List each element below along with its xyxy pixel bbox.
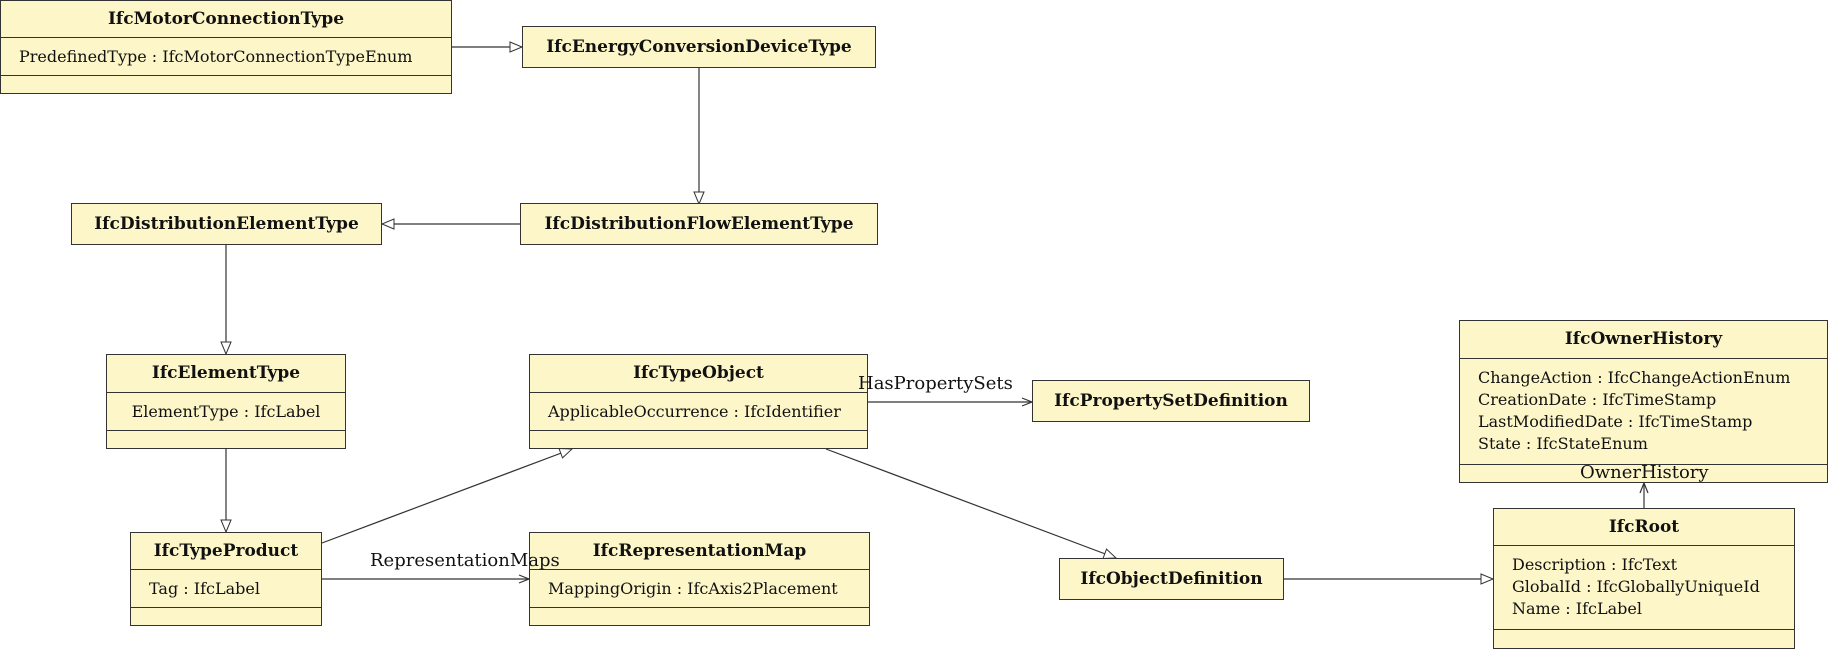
- operation-compartment: [530, 430, 867, 448]
- class-ifc-type-product[interactable]: IfcTypeProduct Tag : IfcLabel: [130, 532, 322, 626]
- attribute: PredefinedType : IfcMotorConnectionTypeE…: [19, 47, 413, 66]
- attribute-compartment: PredefinedType : IfcMotorConnectionTypeE…: [1, 37, 451, 75]
- operation-compartment: [1494, 629, 1794, 648]
- attribute: LastModifiedDate : IfcTimeStamp: [1478, 412, 1753, 431]
- class-name: IfcDistributionFlowElementType: [544, 214, 854, 234]
- attribute: Description : IfcText: [1512, 555, 1678, 574]
- attribute: ChangeAction : IfcChangeActionEnum: [1478, 368, 1791, 387]
- class-name: IfcObjectDefinition: [1080, 569, 1263, 589]
- class-ifc-representation-map[interactable]: IfcRepresentationMap MappingOrigin : Ifc…: [529, 532, 870, 626]
- attribute: Tag : IfcLabel: [149, 579, 260, 598]
- class-ifc-distribution-element-type[interactable]: IfcDistributionElementType: [71, 203, 382, 245]
- operation-compartment: [107, 430, 345, 448]
- class-name: IfcOwnerHistory: [1564, 329, 1723, 349]
- label-representation-maps: RepresentationMaps: [370, 550, 560, 571]
- class-name: IfcPropertySetDefinition: [1054, 391, 1288, 411]
- class-name: IfcEnergyConversionDeviceType: [546, 37, 852, 57]
- class-name: IfcTypeObject: [633, 363, 764, 383]
- operation-compartment: [530, 607, 869, 625]
- class-name: IfcElementType: [151, 363, 301, 383]
- class-ifc-type-object[interactable]: IfcTypeObject ApplicableOccurrence : Ifc…: [529, 354, 868, 449]
- operation-compartment: [1, 75, 451, 93]
- class-ifc-motor-connection-type[interactable]: IfcMotorConnectionType PredefinedType : …: [0, 0, 452, 94]
- attribute-compartment: MappingOrigin : IfcAxis2Placement: [530, 569, 869, 607]
- class-ifc-energy-conversion-device-type[interactable]: IfcEnergyConversionDeviceType: [522, 26, 876, 68]
- class-ifc-distribution-flow-element-type[interactable]: IfcDistributionFlowElementType: [520, 203, 878, 245]
- label-has-property-sets: HasPropertySets: [858, 373, 1013, 394]
- attribute: MappingOrigin : IfcAxis2Placement: [548, 579, 838, 598]
- attribute-compartment: ChangeAction : IfcChangeActionEnum Creat…: [1460, 358, 1827, 464]
- class-ifc-element-type[interactable]: IfcElementType ElementType : IfcLabel: [106, 354, 346, 449]
- class-name: IfcRoot: [1608, 517, 1680, 537]
- attribute: State : IfcStateEnum: [1478, 434, 1648, 453]
- class-ifc-property-set-definition[interactable]: IfcPropertySetDefinition: [1032, 380, 1310, 422]
- class-name: IfcRepresentationMap: [592, 541, 807, 561]
- operation-compartment: [131, 607, 321, 625]
- attribute-compartment: Tag : IfcLabel: [131, 569, 321, 607]
- label-owner-history: OwnerHistory: [1580, 462, 1709, 483]
- attribute: CreationDate : IfcTimeStamp: [1478, 390, 1717, 409]
- class-name: IfcTypeProduct: [153, 541, 299, 561]
- class-name: IfcMotorConnectionType: [107, 9, 345, 29]
- attribute: GlobalId : IfcGloballyUniqueId: [1512, 577, 1760, 596]
- attribute-compartment: ApplicableOccurrence : IfcIdentifier: [530, 392, 867, 430]
- edge-typeproduct-to-typeobject: [321, 449, 572, 544]
- attribute-compartment: ElementType : IfcLabel: [107, 392, 345, 430]
- edge-typeobject-to-objectdefinition: [825, 448, 1116, 558]
- attribute: ElementType : IfcLabel: [131, 402, 321, 421]
- class-name: IfcDistributionElementType: [94, 214, 359, 234]
- attribute: Name : IfcLabel: [1512, 599, 1642, 618]
- attribute: ApplicableOccurrence : IfcIdentifier: [548, 402, 841, 421]
- attribute-compartment: Description : IfcText GlobalId : IfcGlob…: [1494, 545, 1794, 629]
- class-ifc-owner-history[interactable]: IfcOwnerHistory ChangeAction : IfcChange…: [1459, 320, 1828, 483]
- operation-compartment: [1460, 464, 1827, 482]
- class-ifc-object-definition[interactable]: IfcObjectDefinition: [1059, 558, 1284, 600]
- class-ifc-root[interactable]: IfcRoot Description : IfcText GlobalId :…: [1493, 508, 1795, 649]
